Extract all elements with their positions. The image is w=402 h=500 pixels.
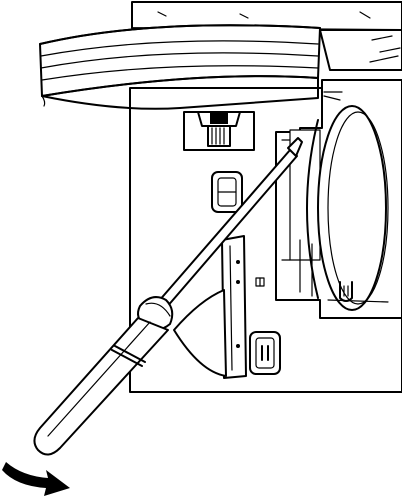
lamp-compartment xyxy=(275,79,402,319)
projector-top-housing xyxy=(131,1,402,71)
adjust-knob xyxy=(183,111,255,151)
upper-slot xyxy=(211,171,243,213)
flathead-screwdriver-icon xyxy=(33,137,303,456)
rotate-arrow-icon xyxy=(2,462,70,496)
lower-slot xyxy=(249,331,281,375)
side-panel-cover xyxy=(173,235,265,379)
projector-front-lid xyxy=(39,24,321,110)
